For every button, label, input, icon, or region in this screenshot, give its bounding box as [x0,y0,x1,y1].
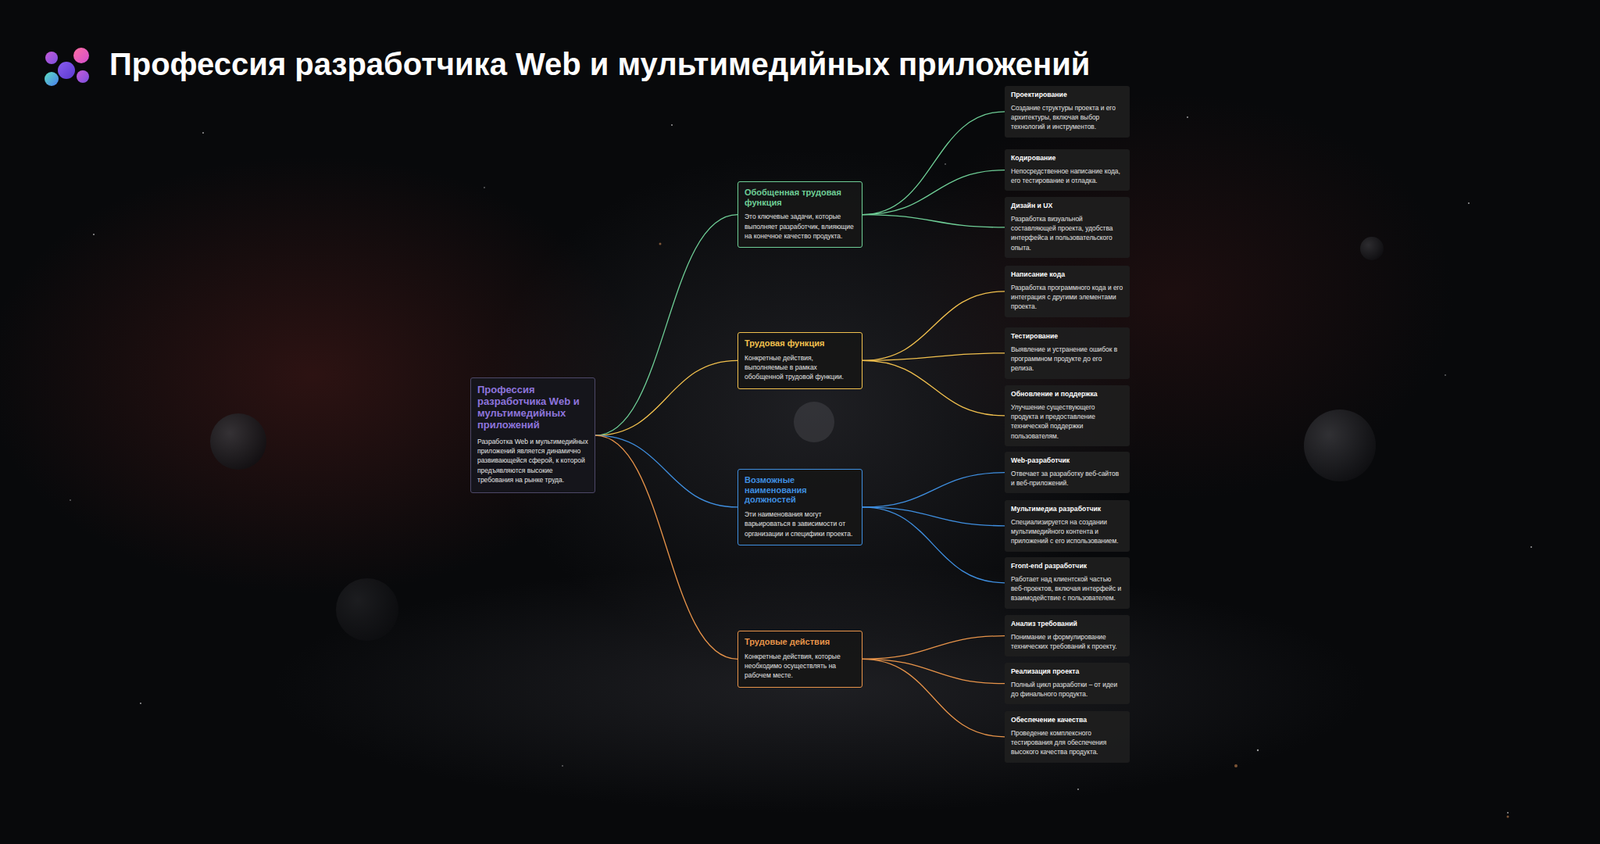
branch-connector [595,435,738,659]
detail-box: Написание кодаРазработка программного ко… [1004,265,1130,318]
box-heading: Анализ требований [1010,619,1124,628]
detail-box: КодированиеНепосредственное написание ко… [1004,149,1130,191]
category-box: Обобщенная трудовая функцияЭто ключевые … [737,181,863,248]
branch-connector [862,170,1005,215]
box-heading: Дизайн и UX [1010,201,1124,210]
logo-icon [42,46,94,88]
box-heading: Трудовые действия [744,636,856,647]
box-description: Отвечает за разработку веб-сайтов и веб-… [1010,468,1124,488]
detail-box: Дизайн и UX Разработка визуальной составл… [1004,196,1130,258]
branch-connector [595,214,738,436]
box-description: Полный цикл разработки – от идеи до фина… [1010,679,1124,699]
box-heading: Обобщенная трудовая функция [744,187,856,208]
box-heading: Реализация проекта [1010,667,1124,675]
detail-box: Обновление и поддержкаУлучшение существу… [1004,385,1130,447]
box-heading: Трудовая функция [744,338,856,349]
box-description: Конкретные действия, которые необходимо … [744,651,856,681]
box-heading: Возможные наименования должностей [744,475,856,505]
detail-box: Реализация проектаПолный цикл разработки… [1004,662,1130,704]
box-description: Это ключевые задачи, которые выполняет р… [744,211,856,241]
branch-connector [862,360,1005,416]
branch-connector [862,291,1005,361]
box-heading: Обеспечение качества [1010,715,1124,724]
box-heading: Написание кода [1010,270,1124,279]
box-description: Эти наименования могут варьироваться в з… [744,509,856,539]
category-box: Возможные наименования должностейЭти наи… [737,468,863,546]
box-description: Разработка визуальной составляющей проек… [1010,214,1124,253]
box-heading: Web-разработчик [1010,456,1124,465]
box-heading: Кодирование [1010,153,1124,162]
box-description: Специализируется на создании мультимедий… [1010,517,1124,547]
branch-connector [595,360,738,436]
branch-connector [862,353,1005,361]
branch-connector [862,635,1005,660]
detail-box: Front-end разработчикРаботает над клиент… [1004,557,1130,609]
branch-connector [862,658,1005,683]
box-description: Проведение комплексного тестирования для… [1010,728,1124,758]
box-heading: Обновление и поддержка [1010,389,1124,398]
detail-box: Анализ требованийПонимание и формулирова… [1004,614,1130,657]
box-description: Понимание и формулирование технических т… [1010,632,1124,651]
detail-box: Web-разработчикОтвечает за разработку ве… [1004,451,1130,493]
branch-connector [862,111,1005,215]
box-description: Выявление и устранение ошибок в программ… [1010,344,1124,374]
branch-connector [862,472,1005,508]
branch-connector [862,214,1005,228]
box-description: Создание структуры проекта и его архитек… [1010,103,1124,133]
branch-connector [595,435,738,508]
box-heading: Front-end разработчик [1010,561,1124,570]
category-box: Трудовые действияКонкретные действия, ко… [737,630,863,688]
detail-box: ПроектированиеСоздание структуры проекта… [1004,85,1130,138]
detail-box: ТестированиеВыявление и устранение ошибо… [1004,327,1130,379]
category-box: Трудовая функцияКонкретные действия, вып… [737,332,863,390]
branch-connector [862,658,1005,736]
box-heading: Профессия разработчика Web и мультимедий… [477,384,589,432]
box-heading: Тестирование [1010,332,1124,340]
detail-box: Мультимедиа разработчикСпециализируется … [1004,500,1130,552]
root-box: Профессия разработчика Web и мультимедий… [470,377,596,493]
box-heading: Мультимедиа разработчик [1010,504,1124,513]
detail-box: Обеспечение качестваПроведение комплексн… [1004,710,1130,763]
box-description: Непосредственное написание кода, его тес… [1010,166,1124,186]
box-description: Работает над клиентской частью веб-проек… [1010,574,1124,604]
box-description: Улучшение существующего продукта и предо… [1010,402,1124,441]
box-description: Разработка Web и мультимедийных приложен… [477,436,589,486]
branch-connector [862,507,1005,583]
page-title: Профессия разработчика Web и мультимедий… [109,46,1090,83]
box-description: Конкретные действия, выполняемые в рамка… [744,353,856,383]
box-heading: Проектирование [1010,90,1124,99]
box-description: Разработка программного кода и его интег… [1010,282,1124,312]
